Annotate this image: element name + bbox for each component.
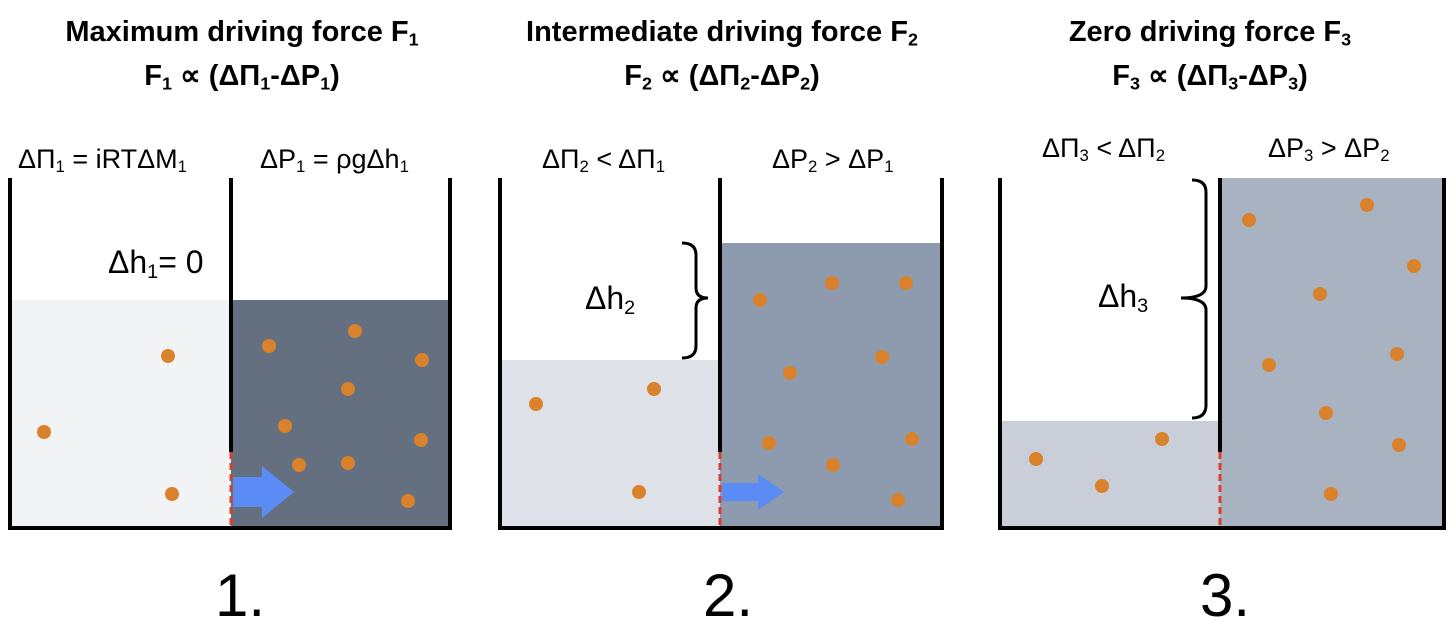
solute-particle: [783, 366, 797, 380]
panel-1-left-solution: [10, 300, 231, 528]
solute-particle: [1392, 438, 1406, 452]
panel-2-right-solution: [720, 243, 942, 528]
panel-2-flow-arrow: [722, 474, 784, 510]
solute-particle: [414, 433, 428, 447]
solute-particle: [1155, 432, 1169, 446]
solute-particle: [341, 382, 355, 396]
solute-particle: [1407, 259, 1421, 273]
solute-particle: [753, 293, 767, 307]
panel-1-number: 1.: [215, 562, 266, 629]
panel-1-title: Maximum driving force F1: [65, 16, 419, 50]
solute-particle: [905, 432, 919, 446]
solute-particle: [165, 487, 179, 501]
panel-1-osmotic-pressure-label: ΔΠ1 = iRTΔM1: [18, 144, 187, 177]
panel-1: Maximum driving force F1 F1 ∝ (ΔΠ1-ΔP1) …: [0, 0, 484, 641]
solute-particle: [415, 353, 429, 367]
solute-particle: [899, 276, 913, 290]
panel-3-height-bracket: [1180, 178, 1208, 420]
panel-2-hydrostatic-pressure-label: ΔP2 > ΔP1: [772, 144, 894, 177]
panel-1-solute-particles: [37, 324, 429, 508]
panel-3-container-walls: [998, 178, 1446, 530]
solute-particle: [529, 397, 543, 411]
solute-particle: [632, 485, 646, 499]
solute-particle: [1242, 213, 1256, 227]
solute-particle: [348, 324, 362, 338]
solute-particle: [891, 493, 905, 507]
solute-particle: [341, 456, 355, 470]
solute-particle: [1319, 406, 1333, 420]
panel-2-number: 2.: [703, 562, 754, 629]
panel-1-hydrostatic-pressure-label: ΔP1 = ρgΔh1: [260, 144, 409, 177]
panel-3-left-solution: [1000, 421, 1220, 528]
solute-particle: [1360, 198, 1374, 212]
solute-particle: [401, 494, 415, 508]
solute-particle: [762, 436, 776, 450]
panel-2-osmotic-pressure-label: ΔΠ2 < ΔΠ1: [542, 144, 665, 177]
panel-2-height-difference-label: Δh2: [585, 280, 636, 319]
solute-particle: [1390, 347, 1404, 361]
solute-particle: [1324, 487, 1338, 501]
solute-particle: [278, 419, 292, 433]
solute-particle: [161, 349, 175, 363]
panel-1-container-walls: [8, 178, 452, 530]
panel-3-title: Zero driving force F3: [1068, 16, 1352, 50]
panel-3-right-solution: [1220, 178, 1444, 528]
solute-particle: [826, 458, 840, 472]
panel-2: Intermediate driving force F2 F2 ∝ (ΔΠ2-…: [480, 0, 964, 641]
panel-2-container-walls: [498, 178, 944, 530]
solute-particle: [262, 339, 276, 353]
panel-3-hydrostatic-pressure-label: ΔP3 > ΔP2: [1268, 133, 1390, 166]
panel-1-formula: F1 ∝ (ΔΠ1-ΔP1): [144, 60, 340, 94]
solute-particle: [1095, 479, 1109, 493]
panel-3-formula: F3 ∝ (ΔΠ3-ΔP3): [1112, 60, 1308, 94]
solute-particle: [1262, 358, 1276, 372]
solute-particle: [647, 382, 661, 396]
panel-2-beaker: [498, 178, 944, 530]
panel-3-height-difference-label: Δh3: [1098, 278, 1149, 317]
panel-1-beaker: [8, 178, 452, 530]
panel-1-height-difference-label: Δh1= 0: [108, 244, 204, 283]
solute-particle: [825, 276, 839, 290]
panel-3-beaker: [998, 178, 1446, 530]
solute-particle: [1313, 287, 1327, 301]
solute-particle: [875, 350, 889, 364]
solute-particle: [37, 425, 51, 439]
solute-particle: [1029, 452, 1043, 466]
panel-1-flow-arrow: [233, 466, 294, 518]
panel-2-left-solution: [500, 360, 720, 528]
panel-3-number: 3.: [1200, 562, 1251, 629]
panel-2-solute-particles: [529, 276, 919, 507]
solute-particle: [292, 458, 306, 472]
panel-2-formula: F2 ∝ (ΔΠ2-ΔP2): [624, 60, 820, 94]
panel-2-title: Intermediate driving force F2: [526, 16, 918, 50]
panel-3: Zero driving force F3 F3 ∝ (ΔΠ3-ΔP3) ΔΠ3…: [968, 0, 1452, 641]
panel-3-solute-particles: [1029, 198, 1421, 501]
panel-3-osmotic-pressure-label: ΔΠ3 < ΔΠ2: [1042, 133, 1165, 166]
panel-2-height-bracket: [681, 241, 709, 360]
